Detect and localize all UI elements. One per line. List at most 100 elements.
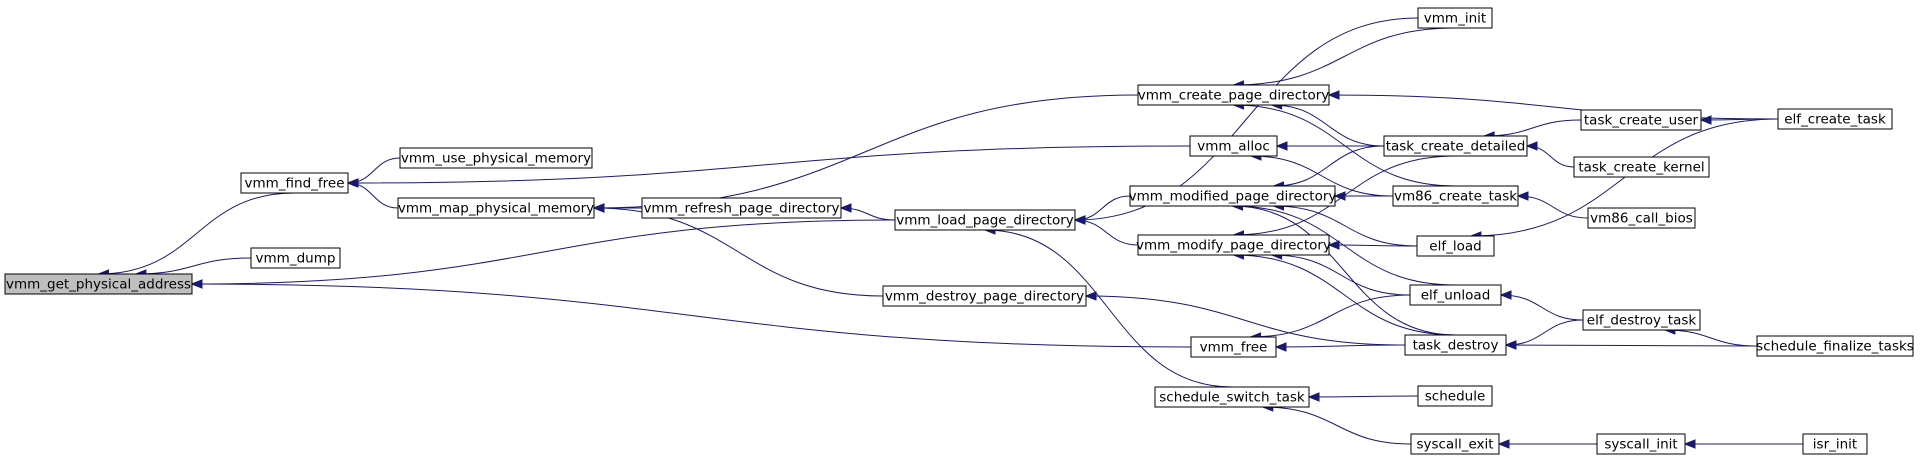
node-isr-init[interactable]: isr_init: [1802, 433, 1868, 455]
edge-line: [593, 207, 884, 297]
arrowhead: [1274, 342, 1287, 352]
node-box: [1417, 385, 1493, 407]
arrowhead: [1084, 291, 1097, 301]
arrowhead: [1499, 290, 1512, 300]
node-vmm-get-physical-address[interactable]: vmm_get_physical_address: [4, 273, 193, 295]
node-box: [1189, 135, 1278, 157]
edge-line: [1250, 294, 1411, 338]
edge-line: [347, 145, 1191, 184]
node-task-create-user[interactable]: task_create_user: [1580, 109, 1702, 131]
edge-line: [1233, 27, 1456, 86]
arrowhead: [346, 178, 359, 188]
node-vmm-dump[interactable]: vmm_dump: [250, 247, 341, 269]
node-label: schedule_switch_task: [1159, 390, 1305, 406]
node-label: schedule_finalize_tasks: [1756, 339, 1914, 355]
node-label: vmm_init: [1424, 11, 1486, 27]
node-task-destroy[interactable]: task_destroy: [1404, 334, 1507, 356]
node-box: [1417, 7, 1493, 29]
node-label: vmm_load_page_directory: [896, 213, 1074, 229]
node-box: [1596, 433, 1686, 455]
node-vmm-map-physical-memory[interactable]: vmm_map_physical_memory: [397, 197, 595, 219]
node-vmm-find-free[interactable]: vmm_find_free: [240, 172, 349, 194]
arrowhead: [1525, 141, 1538, 151]
edge-line: [98, 192, 295, 275]
node-box: [1410, 433, 1500, 455]
edge-line: [1328, 244, 1418, 247]
edge-syscall_init-to-syscall_exit: [1497, 439, 1597, 449]
edge-task_create_detailed-to-vmm_modified_page_directory: [1272, 145, 1385, 191]
node-elf-unload[interactable]: elf_unload: [1409, 284, 1502, 306]
node-vmm-use-physical-memory[interactable]: vmm_use_physical_memory: [399, 147, 593, 169]
node-vmm-destroy-page-directory[interactable]: vmm_destroy_page_directory: [882, 285, 1087, 307]
edge-task_create_detailed-to-vmm_create_page_directory: [1270, 100, 1385, 147]
node-vm86-create-task[interactable]: vm86_create_task: [1392, 185, 1519, 207]
node-label: task_create_kernel: [1578, 160, 1704, 176]
edge-line: [347, 157, 401, 184]
arrowhead: [1497, 439, 1510, 449]
edge-task_create_detailed-to-vmm_alloc: [1275, 141, 1384, 151]
node-label: vmm_alloc: [1197, 139, 1270, 155]
node-box: [1777, 108, 1893, 130]
node-vm86-call-bios[interactable]: vm86_call_bios: [1587, 207, 1696, 229]
node-elf-create-task[interactable]: elf_create_task: [1777, 108, 1893, 130]
edge-elf_load-to-vmm_modify_page_directory: [1327, 240, 1418, 250]
node-vmm-alloc[interactable]: vmm_alloc: [1189, 135, 1278, 157]
node-vmm-modify-page-directory[interactable]: vmm_modify_page_directory: [1136, 234, 1331, 256]
edge-line: [1273, 145, 1385, 187]
node-label: vmm_find_free: [244, 176, 344, 192]
arrowhead: [1504, 340, 1517, 350]
edge-vmm_init-to-vmm_create_page_directory: [1232, 27, 1456, 90]
node-task-create-kernel[interactable]: task_create_kernel: [1573, 156, 1710, 178]
node-vmm-load-page-directory[interactable]: vmm_load_page_directory: [894, 209, 1076, 231]
node-box: [1404, 334, 1507, 356]
node-label: vmm_free: [1200, 340, 1268, 356]
edge-line: [593, 94, 1139, 209]
node-elf-destroy-task[interactable]: elf_destroy_task: [1582, 309, 1701, 331]
edge-line: [1275, 344, 1406, 348]
node-syscall-init[interactable]: syscall_init: [1596, 433, 1686, 455]
node-label: vmm_destroy_page_directory: [885, 289, 1084, 305]
node-syscall-exit[interactable]: syscall_exit: [1410, 433, 1500, 455]
arrowhead: [592, 203, 605, 213]
edge-vmm_load_page_directory-to-vmm_refresh_page_directory: [839, 203, 896, 221]
edge-task_destroy-to-vmm_destroy_page_directory: [1084, 291, 1406, 346]
node-label: syscall_exit: [1416, 437, 1493, 453]
edge-elf_destroy_task-to-elf_unload: [1499, 290, 1584, 321]
node-elf-load[interactable]: elf_load: [1416, 235, 1495, 257]
edge-line: [1505, 319, 1584, 346]
node-box: [1416, 235, 1495, 257]
node-vmm-create-page-directory[interactable]: vmm_create_page_directory: [1137, 84, 1330, 106]
node-label: vmm_modified_page_directory: [1129, 189, 1337, 205]
node-label: vmm_create_page_directory: [1138, 88, 1330, 104]
node-schedule[interactable]: schedule: [1417, 385, 1493, 407]
node-box: [641, 197, 842, 219]
node-label: elf_unload: [1421, 288, 1491, 304]
node-box: [1409, 284, 1502, 306]
edge-vmm_alloc-to-vmm_find_free: [346, 145, 1191, 188]
node-box: [397, 197, 595, 219]
node-box: [4, 273, 193, 295]
node-label: vm86_create_task: [1394, 189, 1517, 205]
arrowhead: [1333, 191, 1346, 201]
node-schedule-switch-task[interactable]: schedule_switch_task: [1154, 386, 1310, 408]
node-box: [1392, 185, 1519, 207]
node-label: task_create_detailed: [1386, 139, 1526, 155]
edge-vmm_free-to-vmm_get_physical_address: [190, 279, 1192, 348]
arrowhead: [1683, 439, 1696, 449]
node-vmm-refresh-page-directory[interactable]: vmm_refresh_page_directory: [641, 197, 842, 219]
node-label: task_destroy: [1413, 338, 1499, 354]
edge-elf_create_task-to-task_create_user: [1699, 115, 1779, 125]
arrowhead: [1307, 392, 1320, 402]
node-box: [894, 209, 1076, 231]
node-box: [1756, 335, 1914, 357]
node-vmm-modified-page-directory[interactable]: vmm_modified_page_directory: [1129, 185, 1337, 207]
node-box: [1129, 185, 1336, 207]
node-vmm-init[interactable]: vmm_init: [1417, 7, 1493, 29]
edge-line: [1500, 294, 1584, 321]
node-schedule-finalize-tasks[interactable]: schedule_finalize_tasks: [1756, 335, 1914, 357]
node-vmm-free[interactable]: vmm_free: [1190, 336, 1277, 358]
edge-line: [1484, 119, 1582, 137]
node-box: [1383, 135, 1528, 157]
node-task-create-detailed[interactable]: task_create_detailed: [1383, 135, 1528, 157]
